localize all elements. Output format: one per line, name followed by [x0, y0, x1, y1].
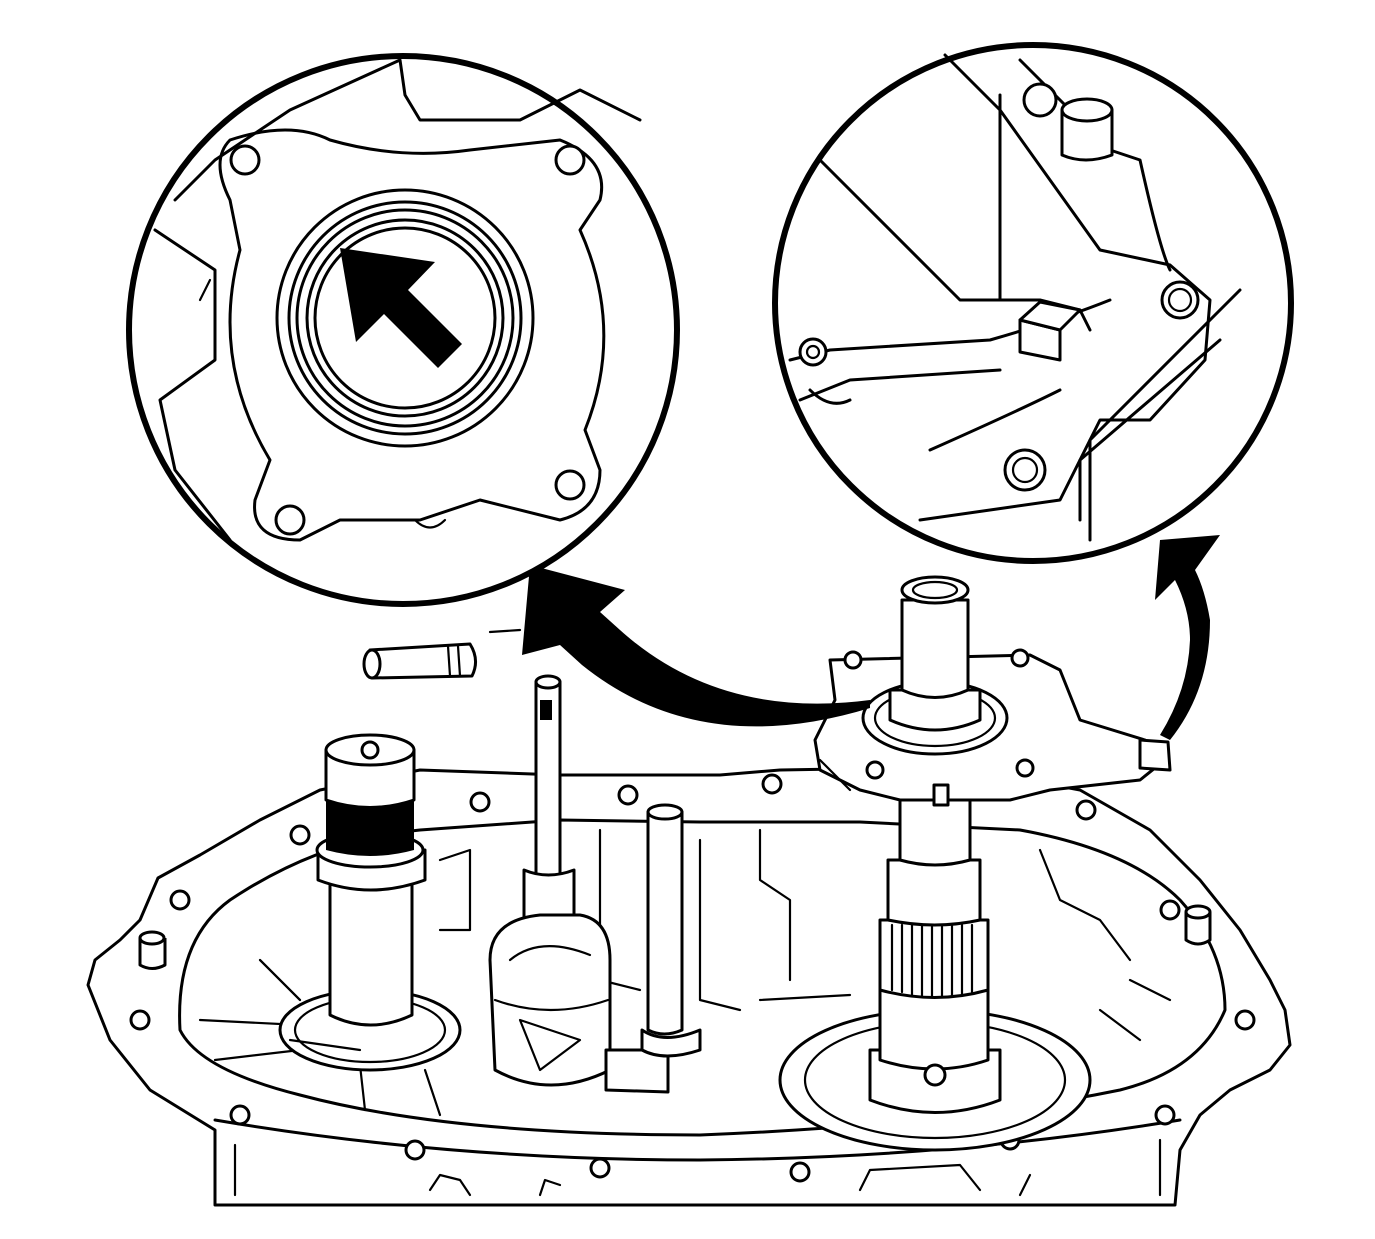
reverse-rail — [604, 803, 702, 1094]
mainshaft — [778, 798, 1092, 1152]
detail-view-bearing-bore — [126, 53, 680, 607]
leader-arrow-right — [1155, 535, 1220, 740]
alignment-pin — [362, 628, 522, 680]
input-shaft — [888, 575, 982, 807]
countershaft — [258, 733, 462, 1072]
detail-view-retainer-tab — [772, 42, 1294, 564]
arrow-icon — [340, 248, 462, 368]
dowel-pin — [1184, 904, 1212, 946]
shift-fork — [488, 913, 612, 1087]
dowel-pin — [138, 930, 167, 970]
bearing-race — [275, 188, 535, 448]
transmission-case — [86, 766, 1292, 1207]
mainshaft-splines — [890, 923, 974, 999]
bearing-retainer-plate — [813, 648, 1172, 802]
retainer-tab — [1018, 300, 1082, 362]
leader-arrow-left — [522, 565, 870, 727]
